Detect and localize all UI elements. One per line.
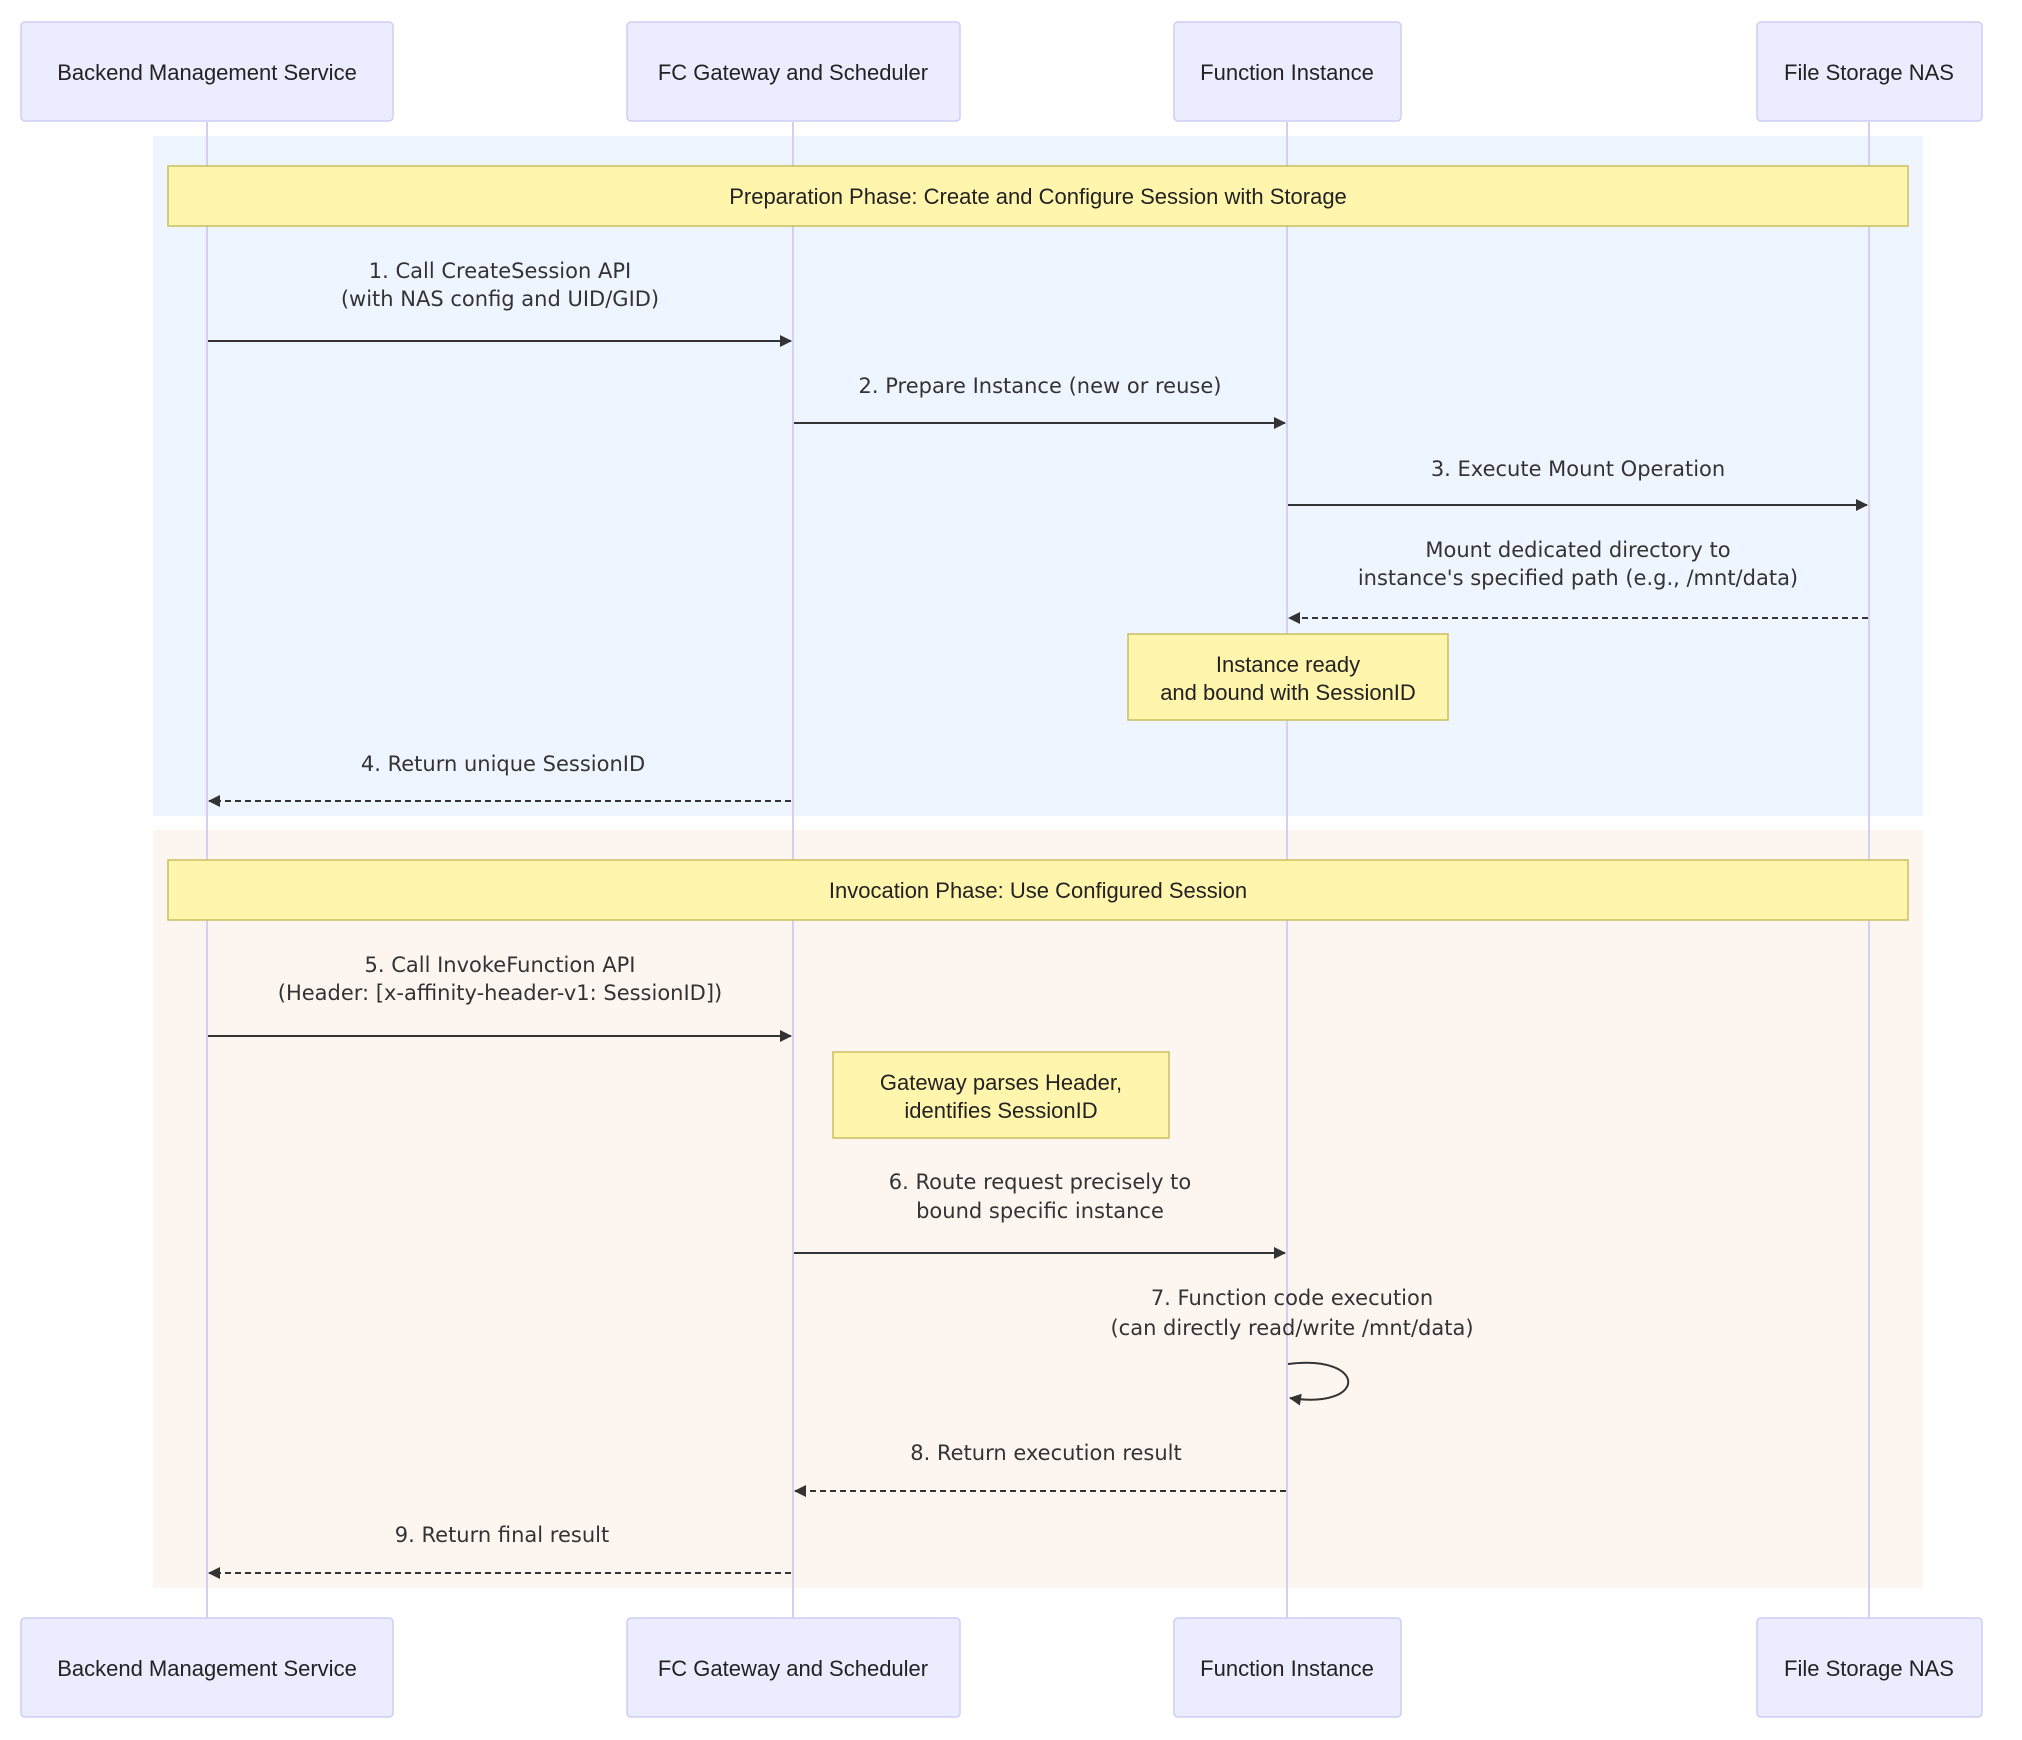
actor-fi-label: Function Instance <box>1200 60 1374 85</box>
actor-bms-top: Backend Management Service <box>20 21 394 122</box>
actor-fi-top: Function Instance <box>1173 21 1402 122</box>
actor-gw-top: FC Gateway and Scheduler <box>626 21 961 122</box>
actor-nas-label: File Storage NAS <box>1784 60 1954 85</box>
actor-gw-bottom: FC Gateway and Scheduler <box>626 1617 961 1718</box>
phase-prep-background <box>153 136 1923 816</box>
actor-nas-top: File Storage NAS <box>1756 21 1983 122</box>
phase-invoke-background <box>153 830 1923 1588</box>
note-instance-ready: Instance ready and bound with SessionID <box>1127 633 1449 721</box>
note-1-line-2: and bound with SessionID <box>1160 680 1416 705</box>
message-6-line-2: bound specific instance <box>916 1199 1164 1223</box>
message-1-line-2: (with NAS config and UID/GID) <box>341 287 659 311</box>
note-2-line-2: identifies SessionID <box>904 1098 1097 1123</box>
message-2-line-1: 2. Prepare Instance (new or reuse) <box>859 374 1222 398</box>
actor-nas-label-bottom: File Storage NAS <box>1784 1656 1954 1681</box>
message-1-line-1: 1. Call CreateSession API <box>369 259 631 283</box>
message-4: 4. Return unique SessionID <box>208 752 791 807</box>
message-5: 5. Call InvokeFunction API (Header: [x-a… <box>208 953 792 1042</box>
actor-bms-bottom: Backend Management Service <box>20 1617 394 1718</box>
actor-gw-label-bottom: FC Gateway and Scheduler <box>658 1656 928 1681</box>
phase-prep-title-banner: Preparation Phase: Create and Configure … <box>167 165 1909 227</box>
message-4-line-1: 4. Return unique SessionID <box>361 752 645 776</box>
actor-bms-label-bottom: Backend Management Service <box>57 1656 357 1681</box>
actor-bms-label: Backend Management Service <box>57 60 357 85</box>
message-7-line-1: 7. Function code execution <box>1151 1286 1433 1310</box>
actor-fi-label-bottom: Function Instance <box>1200 1656 1374 1681</box>
actor-gw-label: FC Gateway and Scheduler <box>658 60 928 85</box>
message-8-line-1: 8. Return execution result <box>910 1441 1182 1465</box>
message-3-line-1: 3. Execute Mount Operation <box>1431 457 1725 481</box>
note-gateway-parses: Gateway parses Header, identifies Sessio… <box>832 1051 1170 1139</box>
message-5-line-1: 5. Call InvokeFunction API <box>365 953 636 977</box>
message-1: 1. Call CreateSession API (with NAS conf… <box>208 259 792 347</box>
note-2-line-1: Gateway parses Header, <box>880 1070 1122 1095</box>
phase-prep-title: Preparation Phase: Create and Configure … <box>729 184 1347 209</box>
message-3: 3. Execute Mount Operation <box>1288 457 1868 511</box>
message-9: 9. Return final result <box>208 1523 791 1579</box>
message-3-reply-line-1: Mount dedicated directory to <box>1425 538 1730 562</box>
message-2: 2. Prepare Instance (new or reuse) <box>794 374 1286 429</box>
message-3-reply: Mount dedicated directory to instance's … <box>1288 538 1868 624</box>
message-8: 8. Return execution result <box>794 1441 1286 1497</box>
actor-fi-bottom: Function Instance <box>1173 1617 1402 1718</box>
message-7: 7. Function code execution (can directly… <box>1110 1286 1474 1406</box>
message-9-line-1: 9. Return final result <box>395 1523 609 1547</box>
note-1-line-1: Instance ready <box>1216 652 1360 677</box>
message-3-reply-line-2: instance's specified path (e.g., /mnt/da… <box>1358 566 1798 590</box>
phase-invoke-title-banner: Invocation Phase: Use Configured Session <box>167 859 1909 921</box>
message-7-self-arrow <box>1287 1361 1350 1406</box>
message-5-line-2: (Header: [x-affinity-header-v1: SessionI… <box>278 981 723 1005</box>
message-6-line-1: 6. Route request precisely to <box>889 1170 1192 1194</box>
message-6: 6. Route request precisely to bound spec… <box>794 1170 1286 1259</box>
phase-invoke-title: Invocation Phase: Use Configured Session <box>829 878 1247 903</box>
actor-nas-bottom: File Storage NAS <box>1756 1617 1983 1718</box>
message-7-line-2: (can directly read/write /mnt/data) <box>1110 1316 1473 1340</box>
